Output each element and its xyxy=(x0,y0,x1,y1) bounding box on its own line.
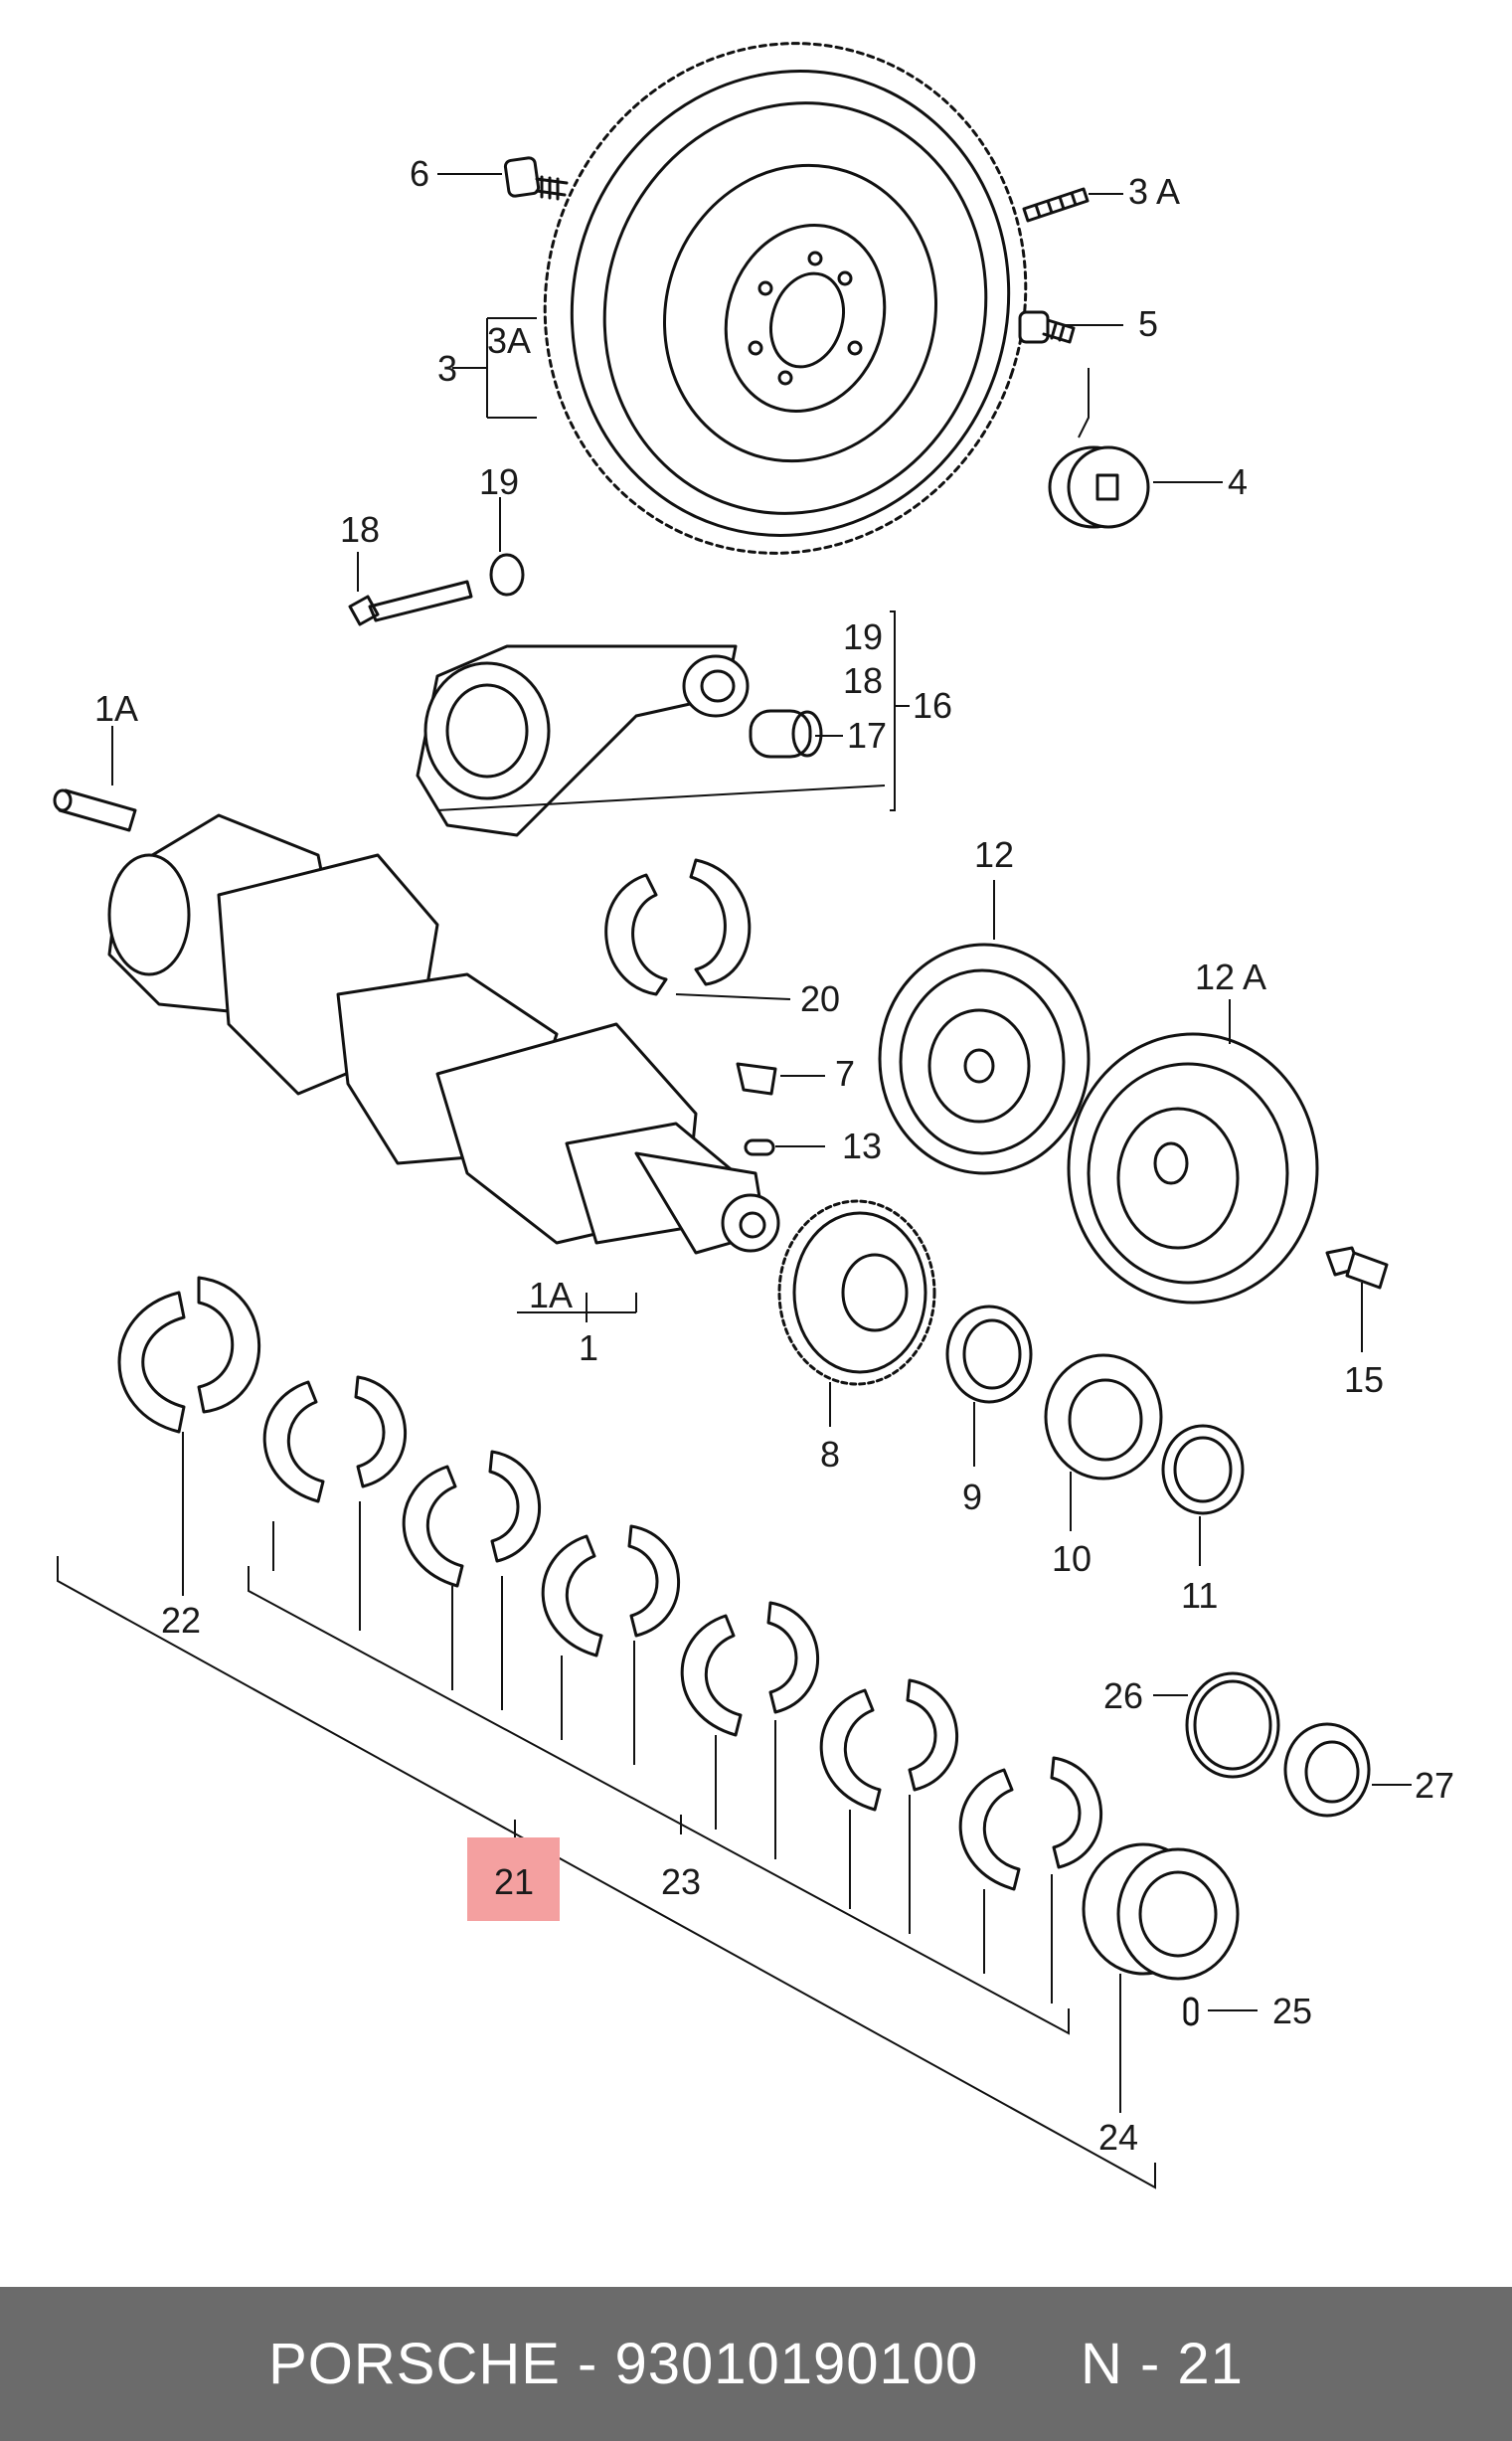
connecting-rod xyxy=(416,644,750,837)
small-end-bushing xyxy=(749,709,823,759)
label-10: 10 xyxy=(1052,1538,1092,1579)
rod-bolt xyxy=(348,580,473,626)
label-26: 26 xyxy=(1103,1675,1143,1716)
label-11: 11 xyxy=(1181,1575,1218,1616)
o-ring-26 xyxy=(1185,1671,1280,1779)
label-12a: 12 A xyxy=(1195,957,1266,997)
label-3: 3 xyxy=(437,348,457,389)
label-20: 20 xyxy=(800,978,840,1019)
label-6: 6 xyxy=(410,153,429,194)
footer-bar: PORSCHE - 93010190100 N - 21 xyxy=(0,2287,1512,2441)
label-5: 5 xyxy=(1138,303,1158,344)
label-3a-left: 3A xyxy=(487,320,531,361)
label-1a-bottom: 1A xyxy=(529,1275,573,1315)
circlip xyxy=(1161,1424,1245,1515)
label-19-top: 19 xyxy=(479,461,519,502)
woodruff-key xyxy=(736,1062,777,1096)
dowel-pin xyxy=(53,788,137,832)
intermediate-shaft-bearing xyxy=(1082,1842,1240,1981)
pulley-12 xyxy=(878,943,1091,1175)
label-17: 17 xyxy=(847,715,887,756)
flywheel xyxy=(543,42,1028,555)
highlight-box xyxy=(467,1837,560,1921)
label-16: 16 xyxy=(913,685,952,726)
label-18-stack: 18 xyxy=(843,660,883,701)
label-3a-right: 3 A xyxy=(1128,171,1180,212)
flywheel-bolt xyxy=(503,156,569,201)
label-23: 23 xyxy=(661,1861,701,1902)
rod-bearing-shells xyxy=(604,858,752,996)
rod-nut xyxy=(489,553,525,597)
parts-diagram: 6 3 A 3A 3 5 4 19 18 19 18 17 16 1A 20 1… xyxy=(53,42,1454,2189)
dowel-pin-13 xyxy=(744,1138,775,1156)
label-27: 27 xyxy=(1415,1765,1454,1806)
seal-27 xyxy=(1283,1722,1371,1818)
label-1a-top: 1A xyxy=(94,688,138,729)
pulley-bolt xyxy=(1325,1246,1389,1290)
spacer-9 xyxy=(945,1305,1033,1404)
callout-labels: 6 3 A 3A 3 5 4 19 18 19 18 17 16 1A 20 1… xyxy=(94,153,1454,2158)
crankshaft xyxy=(107,813,780,1255)
label-7: 7 xyxy=(835,1053,855,1094)
label-13: 13 xyxy=(842,1126,882,1166)
label-15: 15 xyxy=(1344,1359,1384,1400)
label-4: 4 xyxy=(1228,461,1248,502)
label-21: 21 xyxy=(494,1861,534,1902)
label-19-stack: 19 xyxy=(843,616,883,657)
crank-gear xyxy=(777,1199,936,1386)
distributor-gear xyxy=(1044,1353,1163,1481)
label-22: 22 xyxy=(161,1600,201,1641)
locating-pin-25 xyxy=(1183,1997,1199,2026)
label-18-top: 18 xyxy=(340,509,380,550)
label-24: 24 xyxy=(1098,2117,1138,2158)
main-bearing-set xyxy=(117,1276,1103,1891)
flywheel-bolt-5 xyxy=(1018,310,1076,344)
pulley-12a xyxy=(1067,1032,1319,1305)
label-9: 9 xyxy=(962,1477,982,1517)
pilot-hub xyxy=(1048,445,1150,529)
leader-lines xyxy=(57,173,1412,2189)
label-25: 25 xyxy=(1272,1991,1312,2031)
footer-part-number: PORSCHE - 93010190100 N - 21 xyxy=(268,2332,1244,2396)
label-8: 8 xyxy=(820,1434,840,1475)
label-1: 1 xyxy=(579,1327,598,1368)
label-12: 12 xyxy=(974,834,1014,875)
flywheel-stud xyxy=(1022,187,1090,223)
